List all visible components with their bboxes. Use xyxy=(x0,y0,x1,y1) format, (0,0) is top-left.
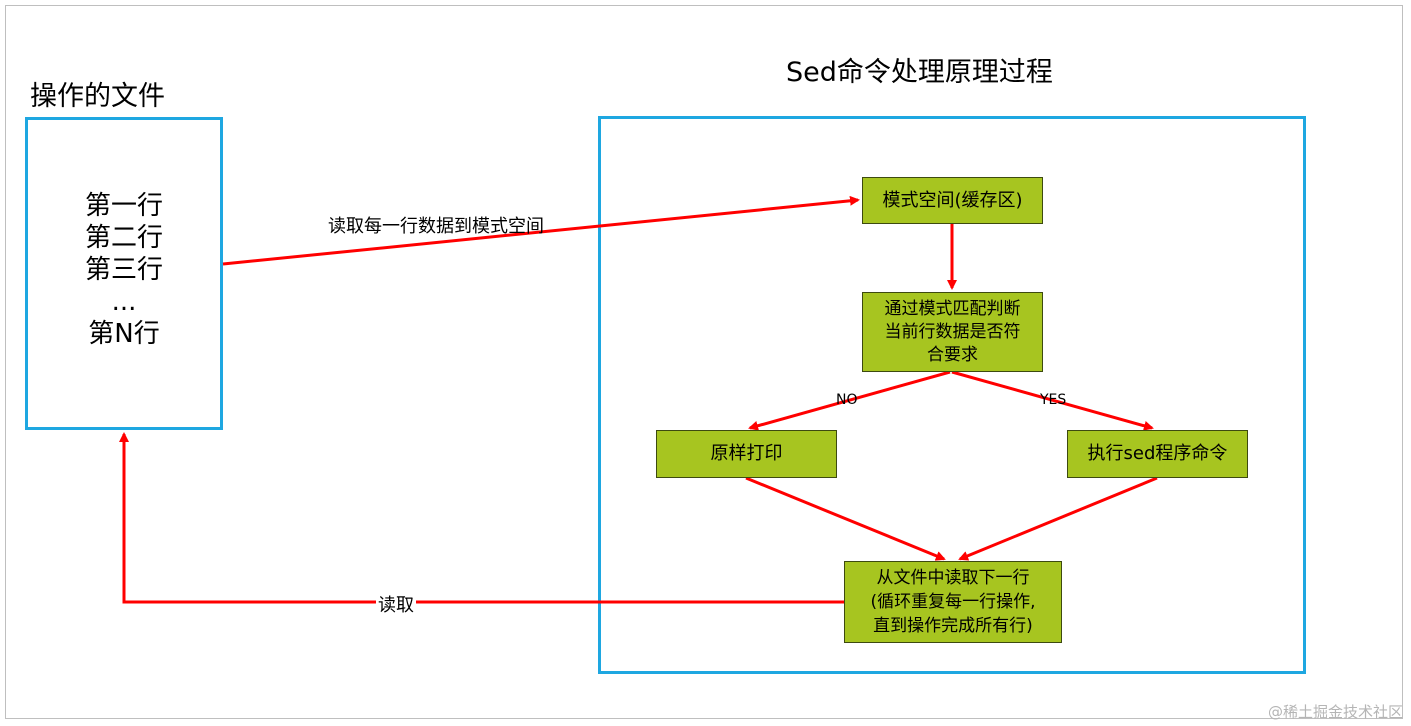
print-as-is-node: 原样打印 xyxy=(656,430,837,478)
arrow-read-to-file xyxy=(119,432,844,604)
file-line-3: 第三行 xyxy=(84,255,163,285)
yes-edge-label: YES xyxy=(1040,392,1067,408)
arrow-file-to-pattern xyxy=(222,195,860,266)
no-edge-label: NO xyxy=(836,392,858,408)
match-check-label: 通过模式匹配判断 当前行数据是否符 合要求 xyxy=(884,298,1021,365)
sed-panel-title: Sed命令处理原理过程 xyxy=(786,57,1053,88)
read-line-edge-label: 读取每一行数据到模式空间 xyxy=(328,216,544,237)
file-box xyxy=(25,117,223,430)
read-edge-label: 读取 xyxy=(376,591,416,617)
sed-process-box xyxy=(598,116,1306,674)
match-check-node: 通过模式匹配判断 当前行数据是否符 合要求 xyxy=(862,292,1043,372)
arrow-print-to-read xyxy=(745,476,946,561)
file-line-n: 第N行 xyxy=(88,319,160,349)
arrow-match-to-exec xyxy=(951,370,1154,431)
file-panel-title: 操作的文件 xyxy=(30,81,165,112)
file-line-1: 第一行 xyxy=(84,191,163,221)
exec-sed-node: 执行sed程序命令 xyxy=(1067,430,1248,478)
exec-sed-label: 执行sed程序命令 xyxy=(1087,443,1228,464)
pattern-space-label: 模式空间(缓存区) xyxy=(882,189,1023,211)
file-line-ellipsis: ... xyxy=(111,287,137,317)
diagram-frame xyxy=(5,5,1403,719)
file-line-2: 第二行 xyxy=(84,223,163,253)
watermark: @稀土掘金技术社区 xyxy=(1267,703,1403,721)
read-next-line-node: 从文件中读取下一行 (循环重复每一行操作, 直到操作完成所有行) xyxy=(844,561,1062,643)
read-next-line-label: 从文件中读取下一行 (循环重复每一行操作, 直到操作完成所有行) xyxy=(870,568,1036,636)
arrow-exec-to-read xyxy=(958,476,1158,561)
print-as-is-label: 原样打印 xyxy=(710,443,783,464)
pattern-space-node: 模式空间(缓存区) xyxy=(862,177,1043,224)
file-lines: 第一行 第二行 第三行 ... 第N行 xyxy=(25,190,223,350)
arrow-match-to-print xyxy=(748,370,951,431)
